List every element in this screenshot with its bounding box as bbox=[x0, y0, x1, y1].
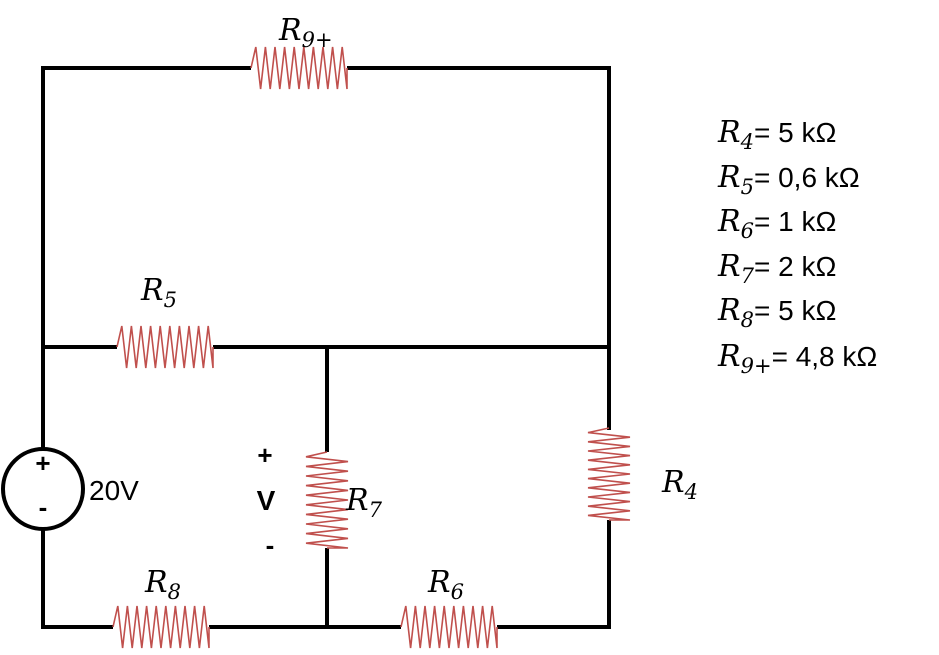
resistor-R7-zigzag bbox=[305, 451, 349, 549]
voltage-source: + - 20V bbox=[1, 447, 139, 531]
resistor-R5-zigzag bbox=[116, 325, 214, 369]
voltage-source-circle bbox=[1, 447, 85, 531]
measured-voltage: + V - bbox=[257, 440, 276, 560]
legend-line-R6: R6= 1 kΩ bbox=[717, 204, 836, 243]
resistor-R4 bbox=[587, 427, 631, 521]
measured-voltage-plus: + bbox=[257, 440, 272, 470]
resistor-R8 bbox=[112, 605, 210, 649]
resistor-R8-zigzag bbox=[112, 605, 210, 649]
voltage-source-value: 20V bbox=[89, 475, 139, 506]
resistor-R7 bbox=[305, 451, 349, 549]
resistor-R9 bbox=[250, 46, 348, 90]
measured-voltage-label: V bbox=[257, 485, 276, 516]
voltage-source-plus: + bbox=[35, 448, 50, 478]
wires bbox=[41, 66, 611, 629]
resistor-R4-zigzag bbox=[587, 427, 631, 521]
resistor-value-legend: R4= 5 kΩ R5= 0,6 kΩ R6= 1 kΩ R7= 2 kΩ R8… bbox=[717, 115, 877, 378]
legend-line-R9: R9+= 4,8 kΩ bbox=[717, 339, 877, 378]
legend-line-R8: R8= 5 kΩ bbox=[717, 293, 836, 332]
resistor-R5 bbox=[116, 325, 214, 369]
measured-voltage-minus: - bbox=[266, 530, 275, 560]
label-R5: R5 bbox=[140, 273, 177, 312]
legend-line-R7: R7= 2 kΩ bbox=[717, 249, 836, 288]
resistor-R6-zigzag bbox=[400, 605, 498, 649]
label-R4: R4 bbox=[661, 465, 698, 504]
legend-line-R5: R5= 0,6 kΩ bbox=[717, 160, 860, 199]
resistor-R6 bbox=[400, 605, 498, 649]
resistor-R9-zigzag bbox=[250, 46, 348, 90]
legend-line-R4: R4= 5 kΩ bbox=[717, 115, 836, 154]
label-R9: R9+ bbox=[278, 13, 333, 52]
label-R8: R8 bbox=[144, 565, 181, 604]
label-R7: R7 bbox=[345, 483, 383, 522]
voltage-source-minus: - bbox=[39, 492, 48, 522]
label-R6: R6 bbox=[427, 565, 464, 604]
